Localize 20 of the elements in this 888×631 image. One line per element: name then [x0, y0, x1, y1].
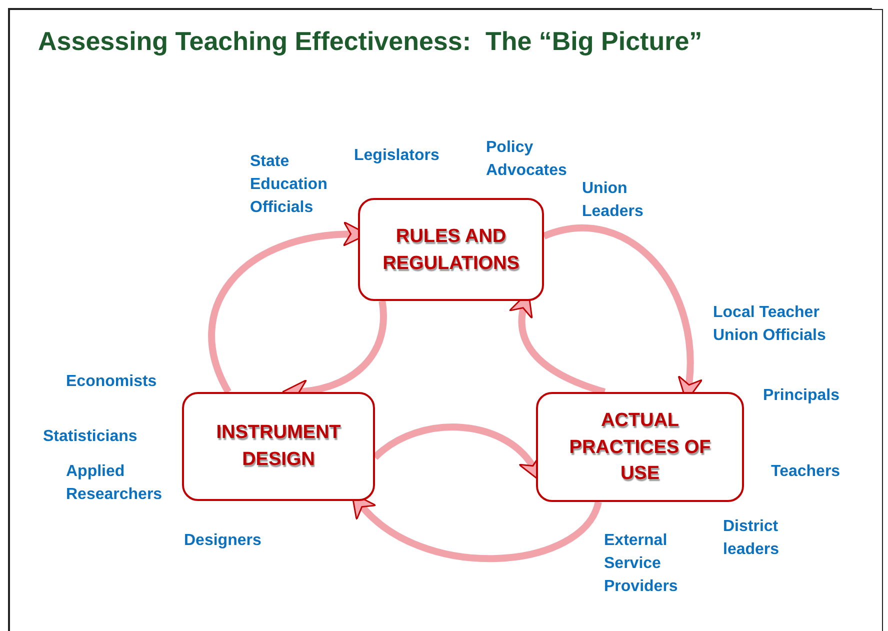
- stakeholder-label: Union Leaders: [582, 179, 644, 222]
- stakeholder-label: Principals: [763, 386, 840, 406]
- title: Assessing Teaching Effectiveness: The “Big Picture”: [38, 26, 702, 57]
- box-label: INSTRUMENT DESIGN: [215, 421, 342, 472]
- stakeholder-label: Local Teacher Union Officials: [713, 303, 827, 346]
- stakeholder-label: State Education Officials: [250, 152, 328, 218]
- box-label: RULES AND REGULATIONS: [382, 225, 520, 276]
- stakeholder-label: Policy Advocates: [486, 138, 568, 182]
- stakeholder-label: Economists: [66, 372, 158, 392]
- stakeholder-label: Applied Researchers: [66, 462, 164, 506]
- process-box: [536, 392, 744, 502]
- stakeholder-label: District leaders: [723, 517, 780, 560]
- process-box: [182, 392, 375, 501]
- stakeholder-label: Legislators: [354, 146, 440, 166]
- process-box: [358, 198, 544, 301]
- stakeholder-label: Statisticians: [43, 427, 138, 447]
- box-label: ACTUAL PRACTICES OF USE: [568, 409, 712, 486]
- stakeholder-label: Teachers: [771, 462, 842, 482]
- stakeholder-label: Designers: [184, 531, 262, 551]
- stakeholder-label: External Service Providers: [604, 531, 679, 598]
